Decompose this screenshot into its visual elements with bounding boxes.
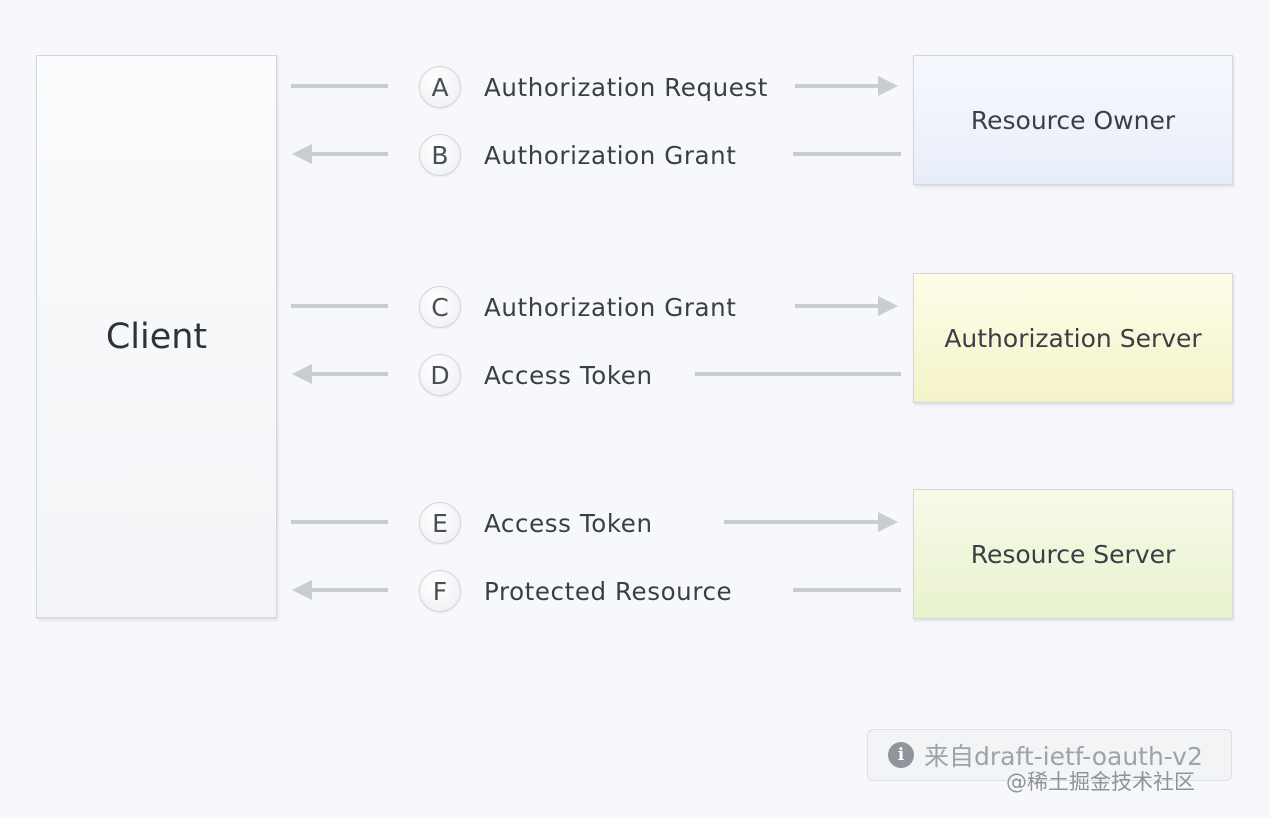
step-letter-circle: F [419,570,461,612]
arrow-f [292,580,901,600]
arrow-e [291,512,898,532]
step-b: B Authorization Grant [419,133,737,177]
step-label: Access Token [484,360,653,390]
step-label: Protected Resource [484,576,733,606]
arrow-c [291,296,898,316]
step-letter-circle: E [419,502,461,544]
step-letter-circle: C [419,286,461,328]
authorization-server-box: Authorization Server [913,273,1233,403]
step-f: F Protected Resource [419,569,732,613]
client-box: Client [36,55,277,618]
step-letter-circle: D [419,354,461,396]
arrow-d [292,364,901,384]
step-label: Access Token [484,508,653,538]
resource-server-label: Resource Server [970,539,1176,569]
step-letter-circle: A [419,66,461,108]
arrow-b [292,144,901,164]
step-e: E Access Token [419,501,653,545]
authorization-server-label: Authorization Server [944,323,1202,353]
watermark-text: @稀土掘金技术社区 [1006,770,1195,794]
step-c: C Authorization Grant [419,285,737,329]
step-label: Authorization Grant [484,140,737,170]
source-note-text: 来自draft-ietf-oauth-v2 [924,742,1203,771]
step-label: Authorization Request [484,72,769,102]
resource-owner-label: Resource Owner [970,105,1176,135]
step-letter-circle: B [419,134,461,176]
step-label: Authorization Grant [484,292,737,322]
client-label: Client [105,316,208,357]
arrow-a [291,76,898,96]
source-note: i 来自draft-ietf-oauth-v2 [867,729,1232,781]
resource-server-box: Resource Server [913,489,1233,619]
step-a: A Authorization Request [419,65,768,109]
step-d: D Access Token [419,353,653,397]
info-icon: i [888,742,914,768]
resource-owner-box: Resource Owner [913,55,1233,185]
